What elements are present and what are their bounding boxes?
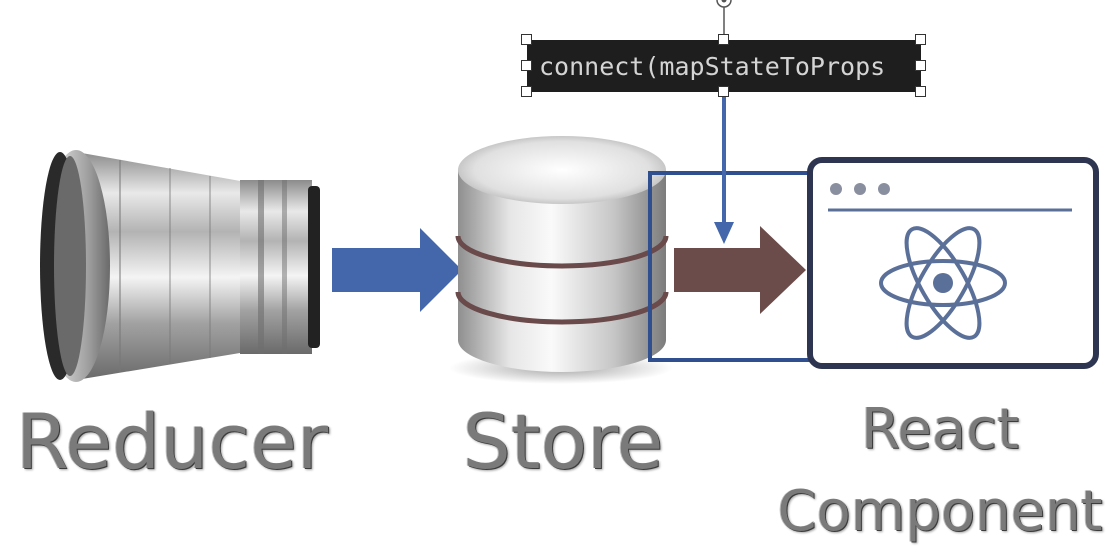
resize-handle-top-right[interactable]	[915, 34, 926, 45]
reducer-label: Reducer	[15, 397, 329, 486]
resize-handle-right[interactable]	[915, 60, 926, 71]
code-snippet-box[interactable]: connect(mapStateToProps	[527, 40, 921, 92]
resize-handle-bottom-left[interactable]	[521, 86, 532, 97]
resize-handle-top[interactable]	[718, 34, 729, 45]
resize-handle-left[interactable]	[521, 60, 532, 71]
reducer-duct-icon	[40, 150, 320, 382]
component-label: Component	[777, 479, 1103, 544]
database-cylinder-icon	[449, 136, 673, 384]
resize-handle-bottom[interactable]	[718, 86, 729, 97]
resize-handle-top-left[interactable]	[521, 34, 532, 45]
react-label: React	[861, 397, 1019, 462]
code-snippet-text: connect(mapStateToProps	[539, 52, 886, 81]
arrow-reducer-to-store	[332, 228, 462, 312]
rotate-handle[interactable]	[716, 0, 732, 36]
react-browser-window-icon	[807, 157, 1099, 369]
connect-pointer-arrow	[714, 92, 734, 244]
resize-handle-bottom-right[interactable]	[915, 86, 926, 97]
react-logo-icon	[879, 226, 1007, 340]
arrow-store-to-component	[674, 226, 806, 314]
store-label: Store	[462, 397, 664, 486]
